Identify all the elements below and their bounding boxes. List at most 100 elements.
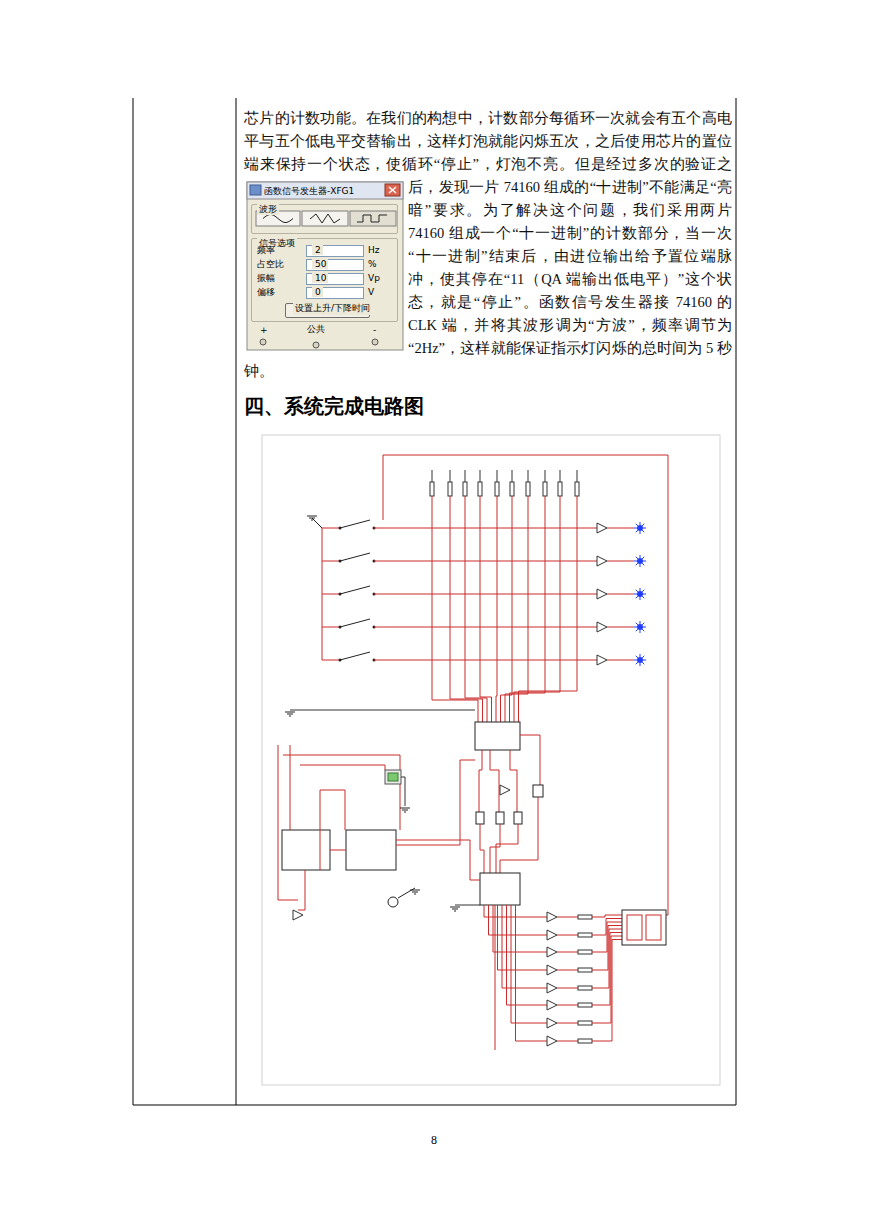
wire bbox=[505, 496, 528, 722]
led-ray bbox=[640, 588, 641, 591]
led-ray bbox=[634, 660, 637, 661]
led-ray bbox=[640, 630, 641, 633]
ground-symbol bbox=[454, 911, 456, 912]
input-field: 10 bbox=[306, 273, 364, 285]
switch-contact bbox=[339, 593, 342, 596]
wire bbox=[607, 594, 634, 595]
wire bbox=[501, 496, 513, 722]
switch-symbol bbox=[340, 652, 370, 660]
wire bbox=[607, 561, 634, 562]
switch-contact bbox=[339, 560, 342, 563]
wire bbox=[496, 824, 518, 873]
dialog-titlebar bbox=[247, 182, 403, 199]
wire bbox=[592, 929, 622, 988]
wire bbox=[480, 470, 481, 482]
wire bbox=[290, 745, 291, 830]
wire bbox=[322, 594, 340, 595]
wire bbox=[396, 760, 475, 845]
decoder-chip bbox=[480, 873, 520, 905]
led-ray bbox=[643, 594, 646, 595]
wire bbox=[479, 750, 482, 812]
buffer-symbol bbox=[597, 655, 607, 665]
wire bbox=[278, 745, 298, 900]
wire bbox=[383, 455, 668, 915]
wire bbox=[545, 470, 546, 482]
wire bbox=[298, 870, 305, 910]
wire bbox=[283, 755, 400, 830]
ground-symbol bbox=[309, 518, 315, 519]
ground-symbol bbox=[450, 907, 460, 908]
resistor-symbol bbox=[495, 482, 499, 496]
wire bbox=[516, 905, 548, 1041]
generator-screen bbox=[388, 773, 398, 781]
led-ray bbox=[634, 528, 637, 529]
wire bbox=[320, 790, 345, 870]
buffer-symbol bbox=[547, 947, 557, 957]
led-ray bbox=[636, 656, 638, 658]
switch-contact bbox=[339, 659, 342, 662]
ground-symbol bbox=[307, 516, 317, 517]
buffer-symbol bbox=[547, 1036, 557, 1046]
digit-outline bbox=[646, 915, 661, 940]
terminal-label: 公共 bbox=[307, 323, 325, 335]
or-gate bbox=[533, 785, 543, 797]
led-ray bbox=[643, 660, 646, 661]
ground-symbol bbox=[402, 810, 408, 811]
counter-chip bbox=[282, 830, 330, 870]
unit-label: Hz bbox=[368, 244, 380, 256]
wire bbox=[498, 905, 548, 970]
wire bbox=[557, 970, 578, 971]
resistor-symbol bbox=[430, 482, 434, 496]
resistor-symbol bbox=[578, 968, 592, 972]
ground-symbol bbox=[289, 716, 291, 717]
figure-frame bbox=[262, 435, 720, 1085]
terminal-symbol bbox=[372, 339, 378, 345]
wire bbox=[374, 627, 597, 628]
field-value: 50 bbox=[312, 259, 328, 269]
led-ray bbox=[634, 594, 637, 595]
led-ray bbox=[643, 528, 646, 529]
wire bbox=[490, 750, 499, 812]
unit-label: V bbox=[368, 286, 374, 298]
ground-symbol bbox=[410, 890, 420, 891]
wire bbox=[312, 518, 322, 528]
clock-source bbox=[388, 897, 398, 907]
wire bbox=[520, 735, 540, 785]
buffer-symbol bbox=[547, 983, 557, 993]
led-ray bbox=[642, 524, 644, 526]
resistor-symbol bbox=[558, 482, 562, 496]
wire bbox=[374, 528, 597, 529]
ground-symbol bbox=[287, 714, 293, 715]
wire bbox=[495, 905, 496, 1050]
wire bbox=[507, 905, 548, 1005]
buffer-symbol bbox=[547, 965, 557, 975]
led-ray bbox=[634, 561, 637, 562]
wire bbox=[432, 496, 478, 722]
generator-icon bbox=[385, 770, 401, 784]
wire bbox=[510, 496, 546, 722]
wire bbox=[528, 470, 529, 482]
led-ray bbox=[643, 627, 646, 628]
resistor-symbol bbox=[578, 1003, 592, 1007]
wire bbox=[300, 765, 385, 770]
wire bbox=[401, 777, 405, 806]
wire bbox=[374, 561, 597, 562]
led-ray bbox=[643, 561, 646, 562]
terminal-label: - bbox=[373, 324, 376, 336]
close-button bbox=[385, 184, 400, 196]
led-ray bbox=[640, 654, 641, 657]
push-button: 设置上升/下降时间 bbox=[285, 303, 370, 318]
ground-symbol bbox=[285, 712, 295, 713]
group-heading: 波形 bbox=[257, 204, 279, 215]
wire bbox=[465, 470, 466, 482]
field-value: 2 bbox=[312, 245, 323, 255]
led-ray bbox=[640, 663, 641, 666]
ground-symbol bbox=[412, 892, 418, 893]
led-ray bbox=[636, 530, 638, 532]
led-symbol bbox=[637, 558, 643, 564]
buffer-symbol bbox=[500, 785, 510, 795]
wire bbox=[592, 933, 622, 1006]
and-gate bbox=[476, 812, 484, 824]
triangle-icon bbox=[310, 214, 340, 223]
input-field: 0 bbox=[306, 287, 364, 299]
